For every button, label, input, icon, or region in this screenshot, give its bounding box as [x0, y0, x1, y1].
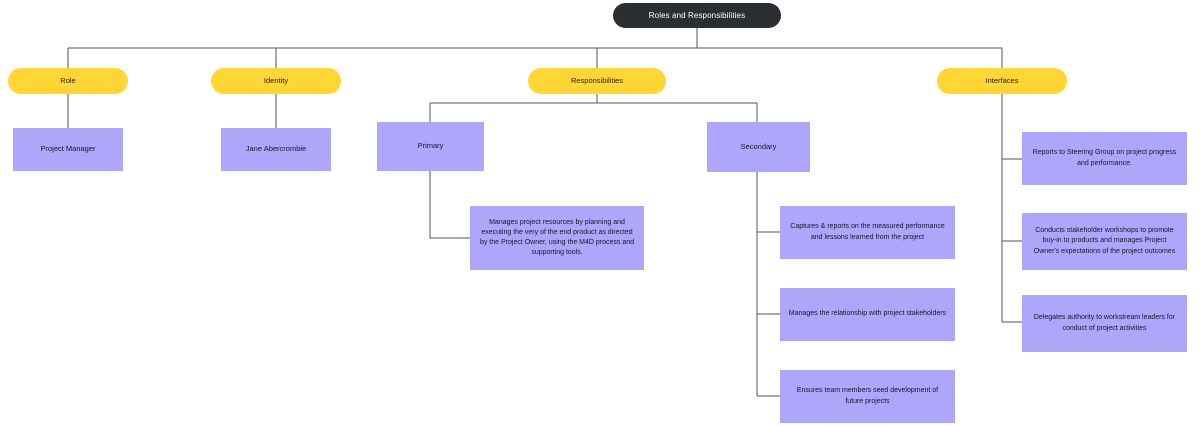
category-node-responsibilities-label: Responsibilities	[570, 75, 624, 85]
leaf-node-interface-item-1[interactable]: Reports to Steering Group on project pro…	[1022, 132, 1187, 185]
leaf-node-interface-item-3[interactable]: Delegates authority to workstream leader…	[1022, 295, 1187, 352]
category-node-role[interactable]: Role	[8, 68, 128, 94]
leaf-node-secondary[interactable]: Secondary	[707, 122, 810, 172]
leaf-node-project-manager[interactable]: Project Manager	[13, 128, 123, 171]
root-node[interactable]: Roles and Responsibilities	[613, 3, 781, 28]
leaf-node-interface-item-2[interactable]: Conducts stakeholder workshops to promot…	[1022, 213, 1187, 270]
leaf-node-person-name-label: Jane Abercrombie	[245, 144, 307, 154]
leaf-node-secondary-item-1[interactable]: Captures & reports on the measured perfo…	[780, 206, 955, 259]
leaf-node-interface-item-1-label: Reports to Steering Group on project pro…	[1032, 149, 1177, 167]
category-node-identity[interactable]: Identity	[211, 68, 341, 94]
leaf-node-secondary-item-2[interactable]: Manages the relationship with project st…	[780, 288, 955, 341]
leaf-node-secondary-item-3[interactable]: Ensures team members seed development of…	[780, 370, 955, 423]
leaf-node-primary-detail-label: Manages project resources by planning an…	[479, 218, 635, 257]
leaf-node-secondary-item-1-label: Captures & reports on the measured perfo…	[790, 223, 945, 241]
category-node-interfaces[interactable]: Interfaces	[937, 68, 1067, 94]
leaf-node-primary-detail[interactable]: Manages project resources by planning an…	[470, 206, 644, 270]
leaf-node-person-name[interactable]: Jane Abercrombie	[221, 128, 331, 171]
category-node-responsibilities[interactable]: Responsibilities	[528, 68, 666, 94]
leaf-node-project-manager-label: Project Manager	[40, 144, 96, 154]
leaf-node-primary-label: Primary	[417, 141, 444, 151]
root-node-label: Roles and Responsibilities	[648, 10, 746, 20]
category-node-identity-label: Identity	[263, 75, 289, 85]
category-node-interfaces-label: Interfaces	[985, 75, 1019, 85]
edge-primary-detail	[429, 171, 470, 239]
leaf-node-secondary-item-3-label: Ensures team members seed development of…	[796, 387, 939, 405]
leaf-node-secondary-item-2-label: Manages the relationship with project st…	[788, 310, 947, 318]
leaf-node-primary[interactable]: Primary	[377, 122, 484, 171]
leaf-node-secondary-label: Secondary	[740, 141, 777, 151]
leaf-node-interface-item-2-label: Conducts stakeholder workshops to promot…	[1033, 227, 1176, 255]
category-node-role-label: Role	[60, 75, 76, 85]
leaf-node-interface-item-3-label: Delegates authority to workstream leader…	[1033, 314, 1176, 332]
